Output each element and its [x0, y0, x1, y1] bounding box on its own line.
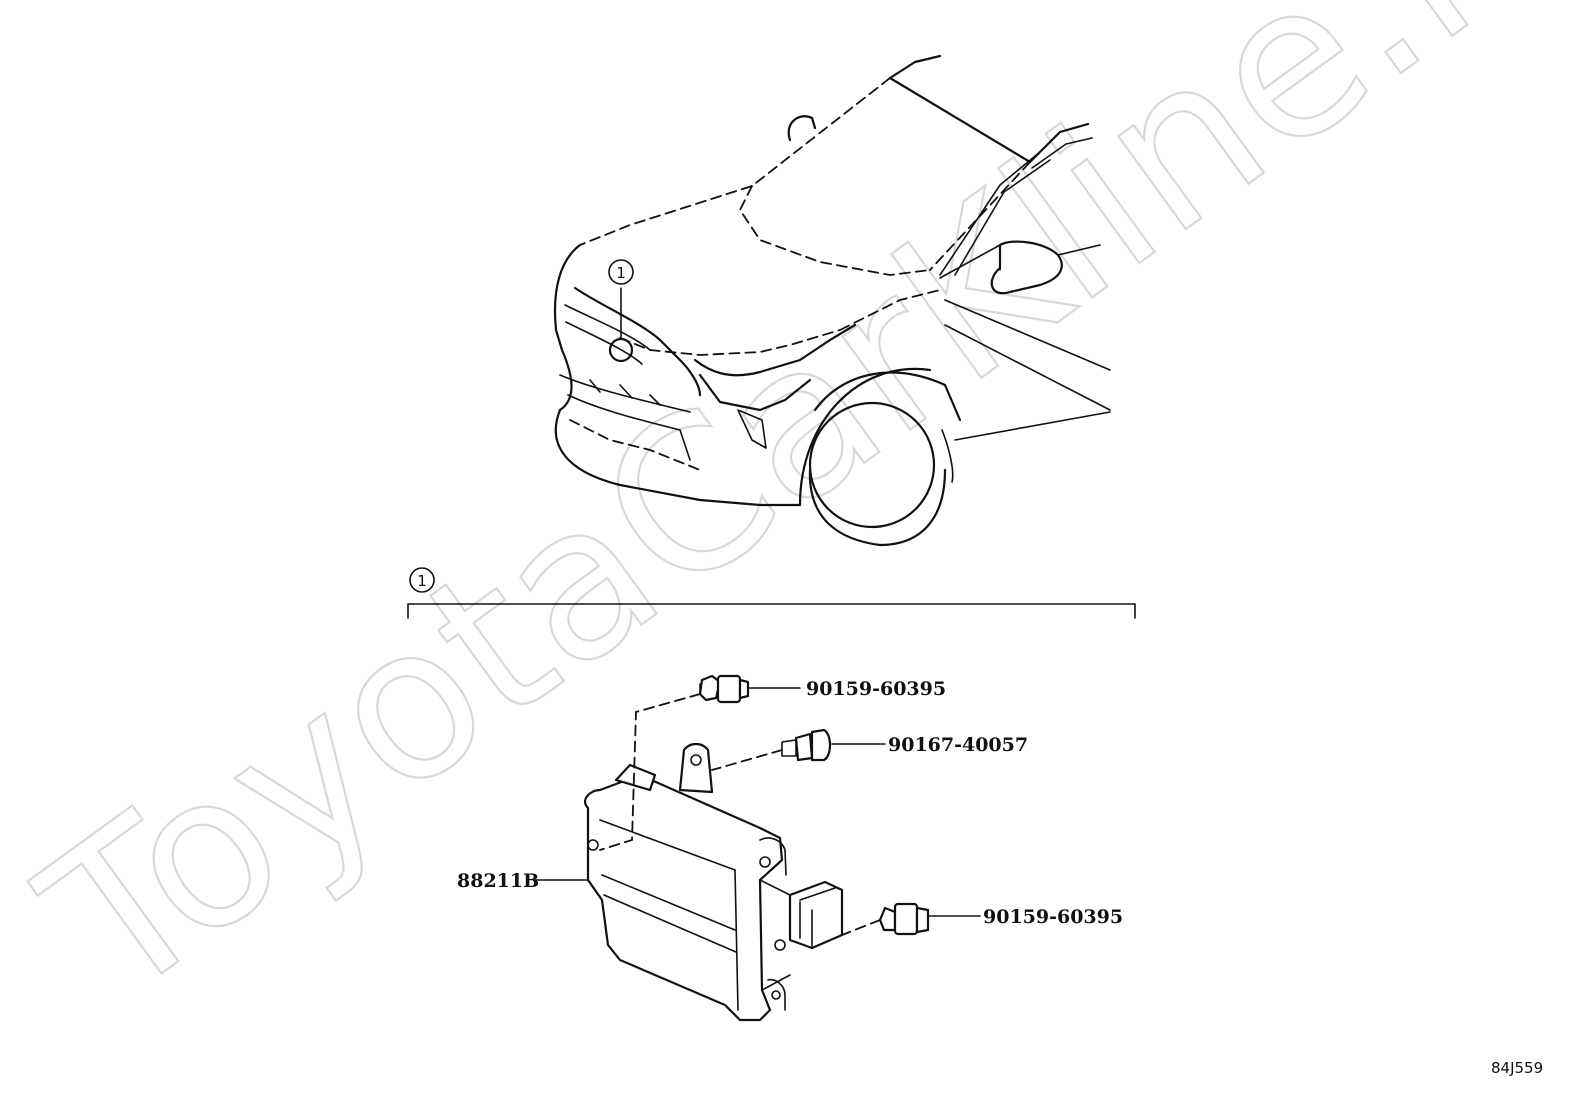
bolt-top-illustration	[698, 674, 750, 704]
watermark: ToyotaCarKline.ru	[3, 0, 1592, 1046]
vehicle-illustration: 1	[553, 54, 1111, 547]
part-code-radar-sensor[interactable]: 88211B	[457, 870, 539, 892]
bolt-bottom-illustration	[878, 902, 930, 936]
assembly-bracket: 1	[407, 567, 1136, 619]
radar-sensor-illustration	[584, 742, 844, 1022]
vehicle-callout-number: 1	[616, 264, 626, 282]
screw-mid-illustration	[781, 728, 832, 762]
assembly-callout-number: 1	[417, 572, 427, 590]
part-code-bolt-top[interactable]: 90159-60395	[806, 678, 946, 700]
part-code-screw-mid[interactable]: 90167-40057	[888, 734, 1028, 756]
diagram-code: 84J559	[1491, 1059, 1543, 1077]
part-code-bolt-bottom[interactable]: 90159-60395	[983, 906, 1123, 928]
